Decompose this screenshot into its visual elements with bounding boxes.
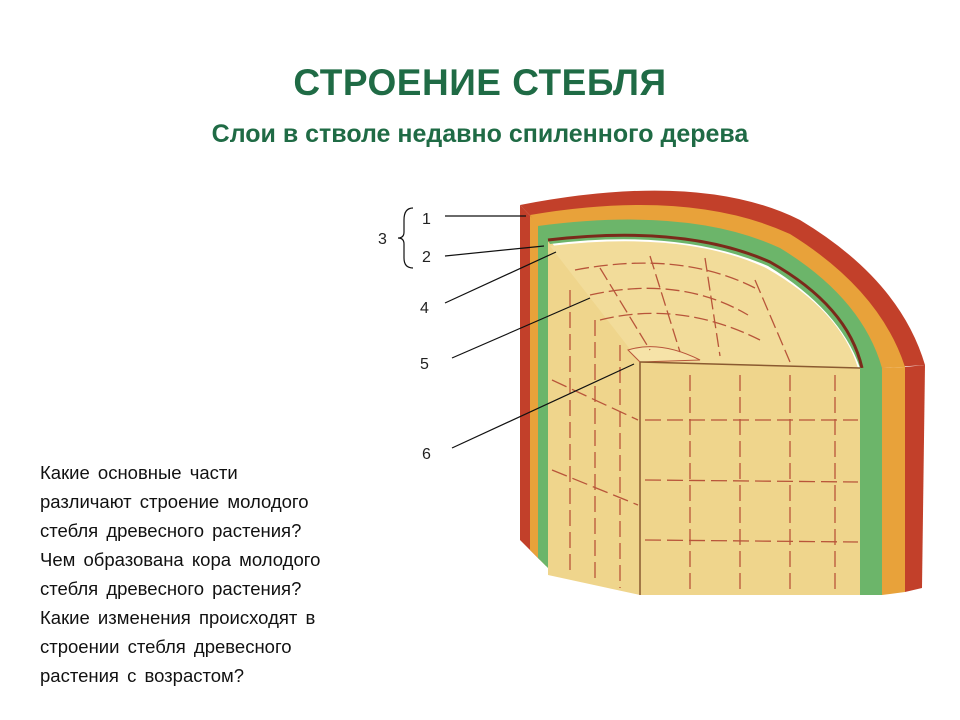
label-4: 4 — [420, 300, 429, 317]
label-6: 6 — [422, 446, 431, 463]
question-line: стебля древесного растения? — [40, 520, 302, 541]
label-2: 2 — [422, 249, 431, 266]
label-1: 1 — [422, 211, 431, 228]
leader-lines — [444, 215, 635, 449]
page-subtitle: Слои в стволе недавно спиленного дерева — [211, 120, 749, 148]
label-3: 3 — [378, 231, 387, 248]
question-line: растения с возрастом? — [40, 665, 245, 686]
top-wood — [550, 241, 858, 368]
question-line: строении стебля древесного — [40, 636, 292, 657]
question-line: Какие основные части — [40, 462, 238, 483]
stem-cross-section-diagram: 1 2 3 4 5 6 — [378, 190, 925, 595]
front-fibers — [644, 375, 859, 590]
top-fibers — [574, 255, 791, 363]
left-fibers — [551, 290, 639, 588]
front-edge — [639, 361, 861, 369]
question-line: Какие изменения происходят в — [40, 607, 316, 628]
front-face-cambium — [860, 368, 882, 595]
question-line: стебля древесного растения? — [40, 578, 302, 599]
question-line: Чем образована кора молодого — [40, 549, 321, 570]
front-face-bark-inner — [882, 367, 905, 595]
label-5: 5 — [420, 356, 429, 373]
brace-3 — [397, 207, 414, 269]
top-dark-line — [547, 233, 864, 369]
page-title: СТРОЕНИЕ СТЕБЛЯ — [293, 62, 667, 103]
question-line: различают строение молодого — [40, 491, 309, 512]
front-face-bark — [905, 365, 925, 592]
questions-text: Какие основные части различают строение … — [40, 458, 400, 690]
front-face-wood — [640, 362, 860, 595]
top-core — [627, 346, 701, 363]
